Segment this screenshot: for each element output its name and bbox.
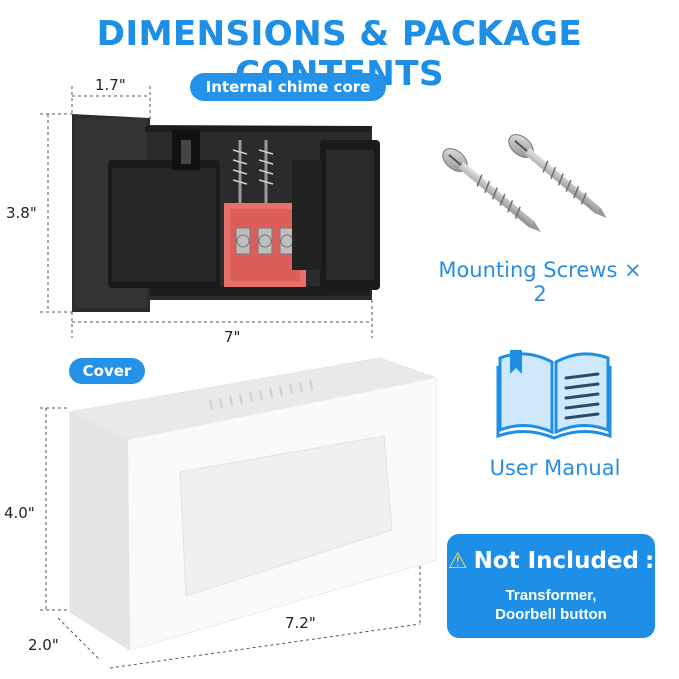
not-included-item: Transformer, [505, 587, 597, 604]
screw-icon [442, 134, 607, 232]
book-icon [496, 350, 612, 440]
warning-icon: ⚠ [447, 549, 468, 574]
not-included-heading: ⚠Not Included: [447, 548, 655, 574]
cover-height-dim: 4.0" [4, 504, 35, 522]
screws-label: Mounting Screws × 2 [438, 258, 642, 306]
not-included-panel: ⚠Not Included: Transformer, Doorbell but… [447, 534, 655, 638]
core-height-dim: 3.8" [6, 204, 37, 222]
cover-width-dim: 7.2" [285, 614, 316, 632]
core-label-badge: Internal chime core [190, 73, 386, 101]
not-included-items: Transformer, Doorbell button [447, 586, 655, 624]
cover-label-badge: Cover [69, 358, 145, 384]
core-width-dim: 7" [224, 328, 241, 346]
colon-icon: : [644, 548, 655, 574]
not-included-heading-text: Not Included [473, 548, 639, 574]
not-included-item: Doorbell button [495, 606, 607, 623]
core-depth-dim: 1.7" [95, 76, 126, 94]
manual-label: User Manual [489, 456, 621, 480]
cover-depth-dim: 2.0" [28, 636, 59, 654]
